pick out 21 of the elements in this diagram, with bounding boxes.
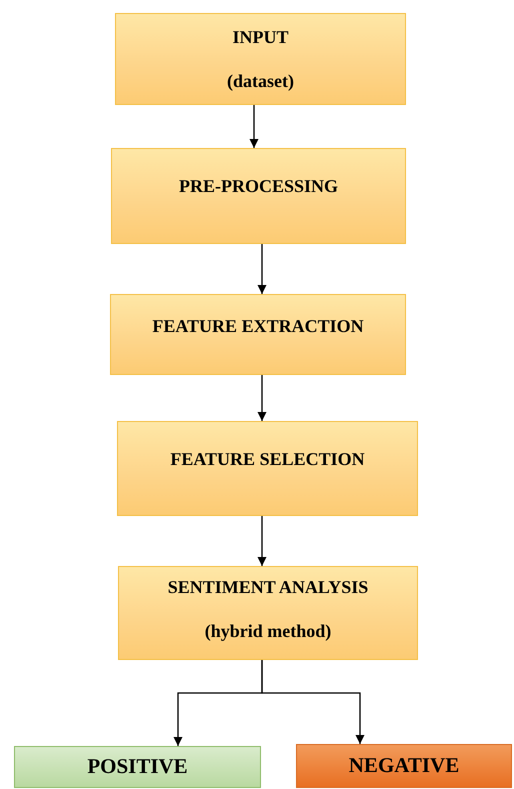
process-box <box>117 421 418 516</box>
process-box <box>115 13 406 105</box>
box-subtitle: (hybrid method) <box>204 622 332 642</box>
process-box <box>296 744 512 788</box>
process-box <box>14 746 261 788</box>
arrow <box>258 516 266 566</box>
box-subtitle: (dataset) <box>227 72 294 92</box>
arrow <box>258 244 266 294</box>
box-title: FEATURE SELECTION <box>170 450 365 470</box>
process-box <box>111 148 406 244</box>
box-title: NEGATIVE <box>348 754 460 778</box>
box-title: SENTIMENT ANALYSIS <box>168 578 368 598</box>
arrow <box>250 105 258 148</box>
process-box <box>110 294 406 375</box>
process-box <box>118 566 418 660</box>
box-title: PRE-PROCESSING <box>178 177 338 197</box>
arrow <box>258 375 266 421</box>
box-title: INPUT <box>232 28 288 48</box>
arrow <box>261 660 364 744</box>
box-title: FEATURE EXTRACTION <box>152 317 364 337</box>
box-title: POSITIVE <box>87 755 188 779</box>
